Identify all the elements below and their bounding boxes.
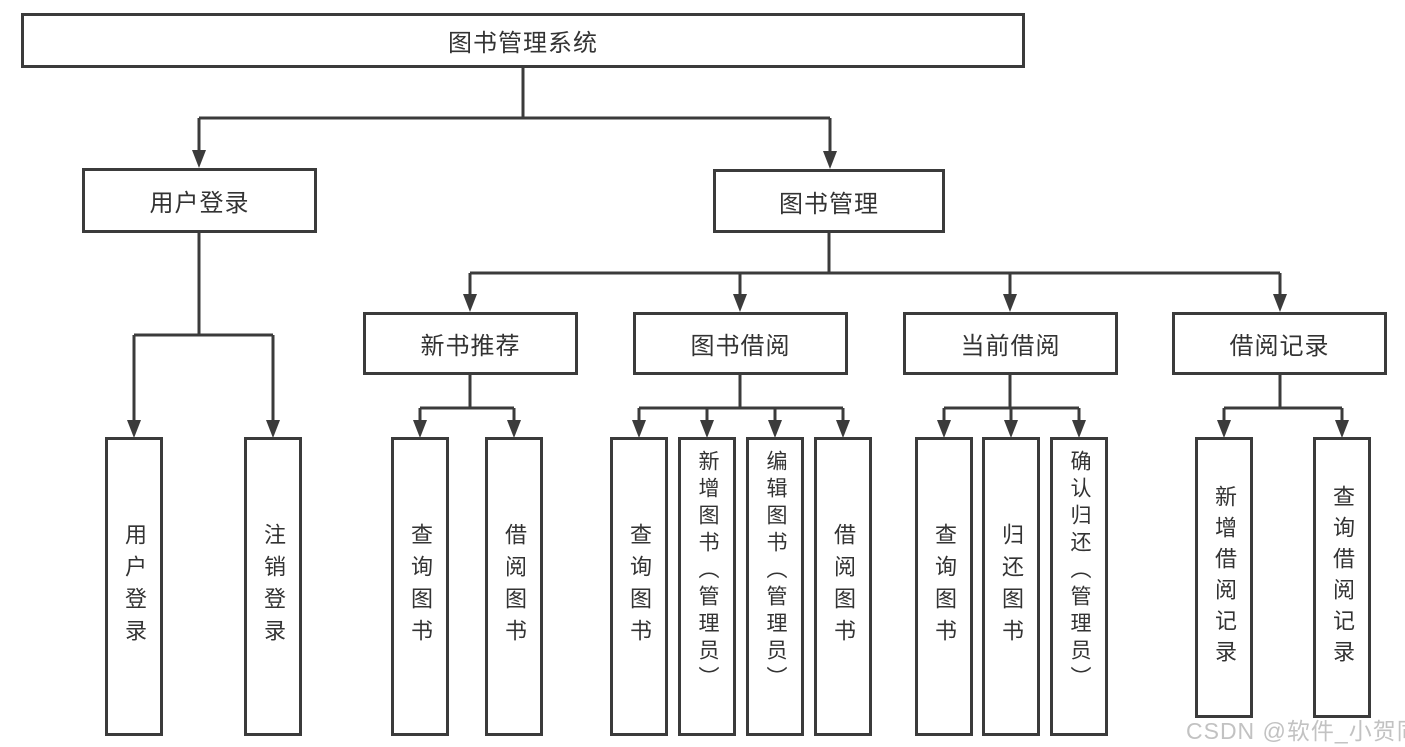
connector-edges bbox=[132, 68, 1344, 422]
leaf-borrow-add-books-admin: 新增图书（管理员） bbox=[678, 437, 736, 736]
leaf-newbooks-query-books: 查询图书 bbox=[391, 437, 449, 736]
leaf-records-query-record: 查询借阅记录 bbox=[1313, 437, 1371, 718]
leaf-borrow-edit-books-admin: 编辑图书（管理员） bbox=[746, 437, 804, 736]
leaf-borrow-query-books: 查询图书 bbox=[610, 437, 668, 736]
leaf-newbooks-borrow-books: 借阅图书 bbox=[485, 437, 543, 736]
node-current-borrow: 当前借阅 bbox=[903, 312, 1118, 375]
connector-arrowheads bbox=[127, 150, 1349, 438]
leaf-logout: 注销登录 bbox=[244, 437, 302, 736]
csdn-watermark: CSDN @软件_小贺同学 bbox=[1186, 718, 1405, 744]
node-new-book-recommend: 新书推荐 bbox=[363, 312, 578, 375]
leaf-current-query-books: 查询图书 bbox=[915, 437, 973, 736]
node-root: 图书管理系统 bbox=[21, 13, 1025, 68]
node-user-login-branch: 用户登录 bbox=[82, 168, 317, 233]
node-book-management-branch: 图书管理 bbox=[713, 169, 945, 233]
leaf-borrow-borrow-books: 借阅图书 bbox=[814, 437, 872, 736]
leaf-current-confirm-return-admin: 确认归还（管理员） bbox=[1050, 437, 1108, 736]
node-book-borrow: 图书借阅 bbox=[633, 312, 848, 375]
node-borrow-records: 借阅记录 bbox=[1172, 312, 1387, 375]
leaf-records-add-record: 新增借阅记录 bbox=[1195, 437, 1253, 718]
leaf-user-login: 用户登录 bbox=[105, 437, 163, 736]
leaf-current-return-books: 归还图书 bbox=[982, 437, 1040, 736]
